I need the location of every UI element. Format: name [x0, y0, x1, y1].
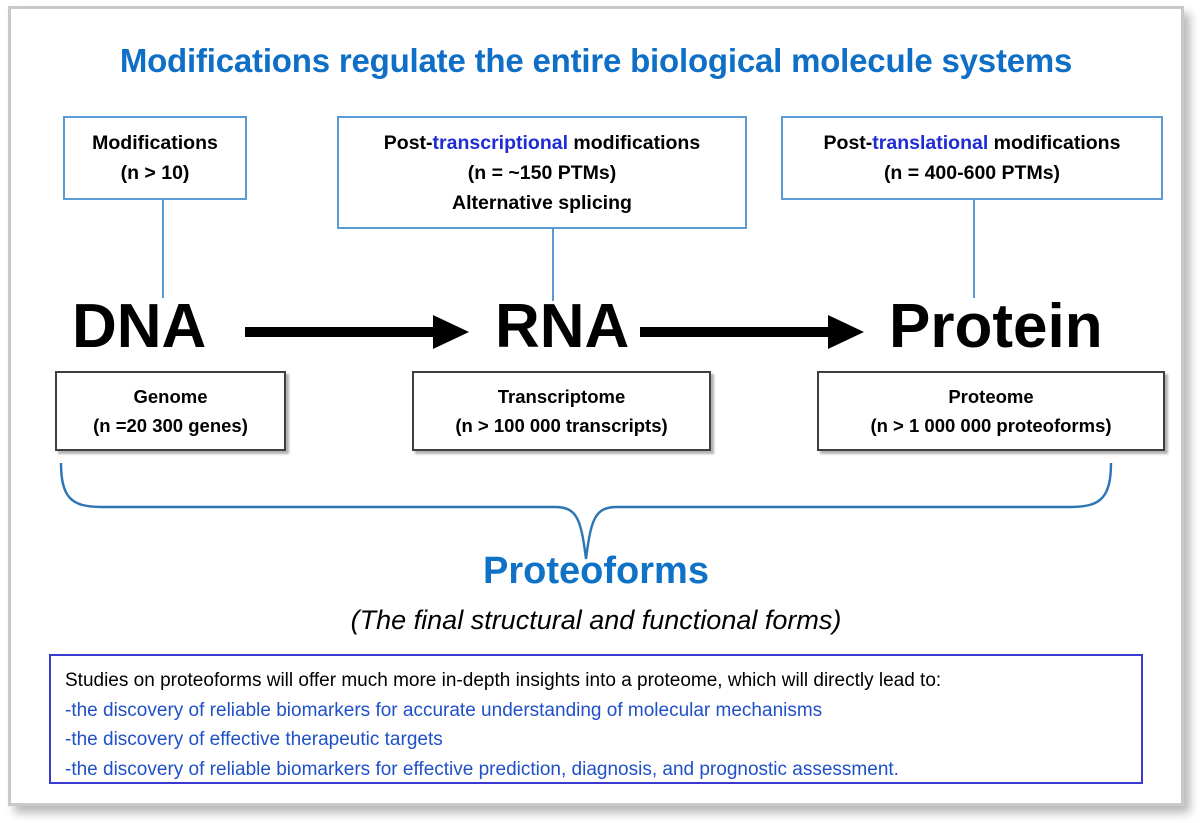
summary-box: Studies on proteoforms will offer much m… — [49, 654, 1143, 784]
post-transcriptional-modifications-box: Post-transcriptional modifications (n = … — [337, 116, 747, 229]
modifications-box-line-2: (n > 10) — [120, 162, 190, 184]
genome-box-count: (n =20 300 genes) — [93, 415, 248, 436]
curly-brace-icon — [57, 461, 1115, 561]
slide-frame: Modifications regulate the entire biolog… — [8, 6, 1184, 806]
page-title: Modifications regulate the entire biolog… — [119, 42, 1073, 79]
transcriptome-box: Transcriptome (n > 100 000 transcripts) — [412, 371, 711, 451]
post-transcriptional-line-3: Alternative splicing — [452, 191, 632, 214]
proteome-box-count: (n > 1 000 000 proteoforms) — [870, 415, 1112, 436]
summary-bullet-2: -the discovery of effective therapeutic … — [65, 729, 443, 750]
proteome-box-name: Proteome — [948, 386, 1034, 407]
molecule-label-protein: Protein — [889, 292, 1103, 361]
arrow-dna-to-rna-icon — [245, 315, 469, 349]
post-transcriptional-line-1: Post-transcriptional modifications — [383, 131, 701, 154]
proteoforms-subtitle: (The final structural and functional for… — [350, 605, 842, 635]
proteome-box: Proteome (n > 1 000 000 proteoforms) — [817, 371, 1165, 451]
post-translational-modifications-box: Post-translational modifications (n = 40… — [781, 116, 1163, 200]
summary-bullet-3: -the discovery of reliable biomarkers fo… — [65, 758, 899, 780]
proteoforms-heading: Proteoforms — [483, 550, 709, 592]
post-transcriptional-line-2: (n = ~150 PTMs) — [467, 161, 617, 184]
transcriptome-box-count: (n > 100 000 transcripts) — [455, 415, 668, 436]
modifications-box: Modifications (n > 10) — [63, 116, 247, 200]
summary-bullet-1: -the discovery of reliable biomarkers fo… — [65, 699, 823, 721]
molecule-label-dna: DNA — [72, 292, 207, 361]
modifications-box-line-1: Modifications — [92, 132, 218, 154]
diagram-canvas: Modifications regulate the entire biolog… — [11, 9, 1181, 803]
transcriptional-highlight: transcriptional — [432, 131, 568, 154]
molecule-label-rna: RNA — [495, 292, 630, 361]
connector-line-transcriptional-to-rna — [552, 229, 554, 301]
post-translational-line-2: (n = 400-600 PTMs) — [883, 162, 1061, 184]
genome-box: Genome (n =20 300 genes) — [55, 371, 286, 451]
transcriptome-box-name: Transcriptome — [497, 386, 626, 407]
translational-highlight: translational — [872, 132, 989, 154]
connector-line-modifications-to-dna — [162, 200, 164, 298]
post-translational-line-1: Post-translational modifications — [823, 132, 1121, 154]
genome-box-name: Genome — [133, 386, 208, 407]
summary-intro-line: Studies on proteoforms will offer much m… — [65, 670, 942, 691]
connector-line-translational-to-protein — [973, 200, 975, 298]
arrow-rna-to-protein-icon — [640, 315, 864, 349]
